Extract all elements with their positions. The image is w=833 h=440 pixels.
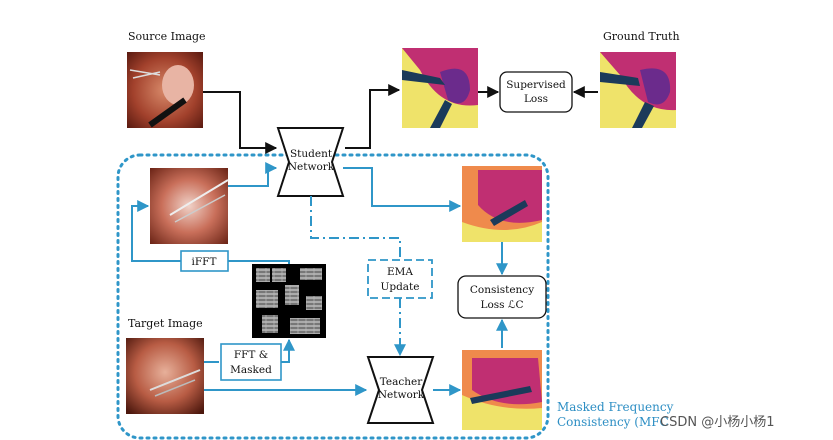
mfc-label-line1: Masked Frequency <box>557 400 674 414</box>
arrow-student-to-ema <box>310 196 401 258</box>
svg-text:Supervised: Supervised <box>506 79 566 91</box>
teacher-target-segmentation <box>462 350 542 430</box>
svg-text:Consistency: Consistency <box>470 284 534 296</box>
svg-text:Update: Update <box>381 281 420 293</box>
target-image-label: Target Image <box>128 317 203 330</box>
ground-truth-label: Ground Truth <box>603 30 680 43</box>
arrow-source-to-student <box>203 91 278 154</box>
svg-text:EMA: EMA <box>387 266 413 278</box>
arrow-fft-to-spectrum <box>281 338 295 363</box>
target-image <box>126 338 204 414</box>
consistency-loss-box: Consistency Loss ℒC <box>457 275 547 319</box>
source-image <box>127 52 203 128</box>
ema-update-box: EMA Update <box>367 259 433 299</box>
arrow-ifft-image-to-student <box>228 162 278 187</box>
student-target-segmentation <box>462 166 542 242</box>
mfc-label-line2: Consistency (MFC <box>557 415 669 429</box>
ground-truth-image <box>600 52 676 128</box>
supervised-loss-box: Supervised Loss <box>499 71 573 113</box>
student-network: Student Network <box>276 127 345 197</box>
teacher-network: Teacher Network <box>366 356 435 424</box>
svg-text:Teacher: Teacher <box>380 376 424 388</box>
source-image-label: Source Image <box>128 30 206 43</box>
svg-text:FFT &: FFT & <box>234 349 268 361</box>
svg-text:Network: Network <box>288 161 335 173</box>
fft-masked-box: FFT & Masked <box>220 343 282 381</box>
svg-text:Masked: Masked <box>230 364 272 376</box>
watermark: CSDN @小杨小杨1 <box>660 415 774 430</box>
arrow-student-to-pred <box>345 84 401 149</box>
arrow-student-to-target-pred <box>343 167 462 212</box>
ifft-target-image <box>150 168 229 244</box>
svg-text:Student: Student <box>290 148 333 160</box>
student-source-segmentation <box>402 48 478 128</box>
arrow-spectrum-to-ifft <box>228 260 290 264</box>
mfc-region <box>116 153 550 440</box>
masked-spectrum-image <box>252 264 326 338</box>
arrow-ifft-to-image <box>131 200 181 262</box>
svg-text:Network: Network <box>378 389 425 401</box>
svg-text:Loss: Loss <box>524 93 548 105</box>
ifft-box: iFFT <box>180 250 229 272</box>
svg-text:Loss ℒC: Loss ℒC <box>480 299 523 311</box>
svg-text:iFFT: iFFT <box>192 256 217 268</box>
